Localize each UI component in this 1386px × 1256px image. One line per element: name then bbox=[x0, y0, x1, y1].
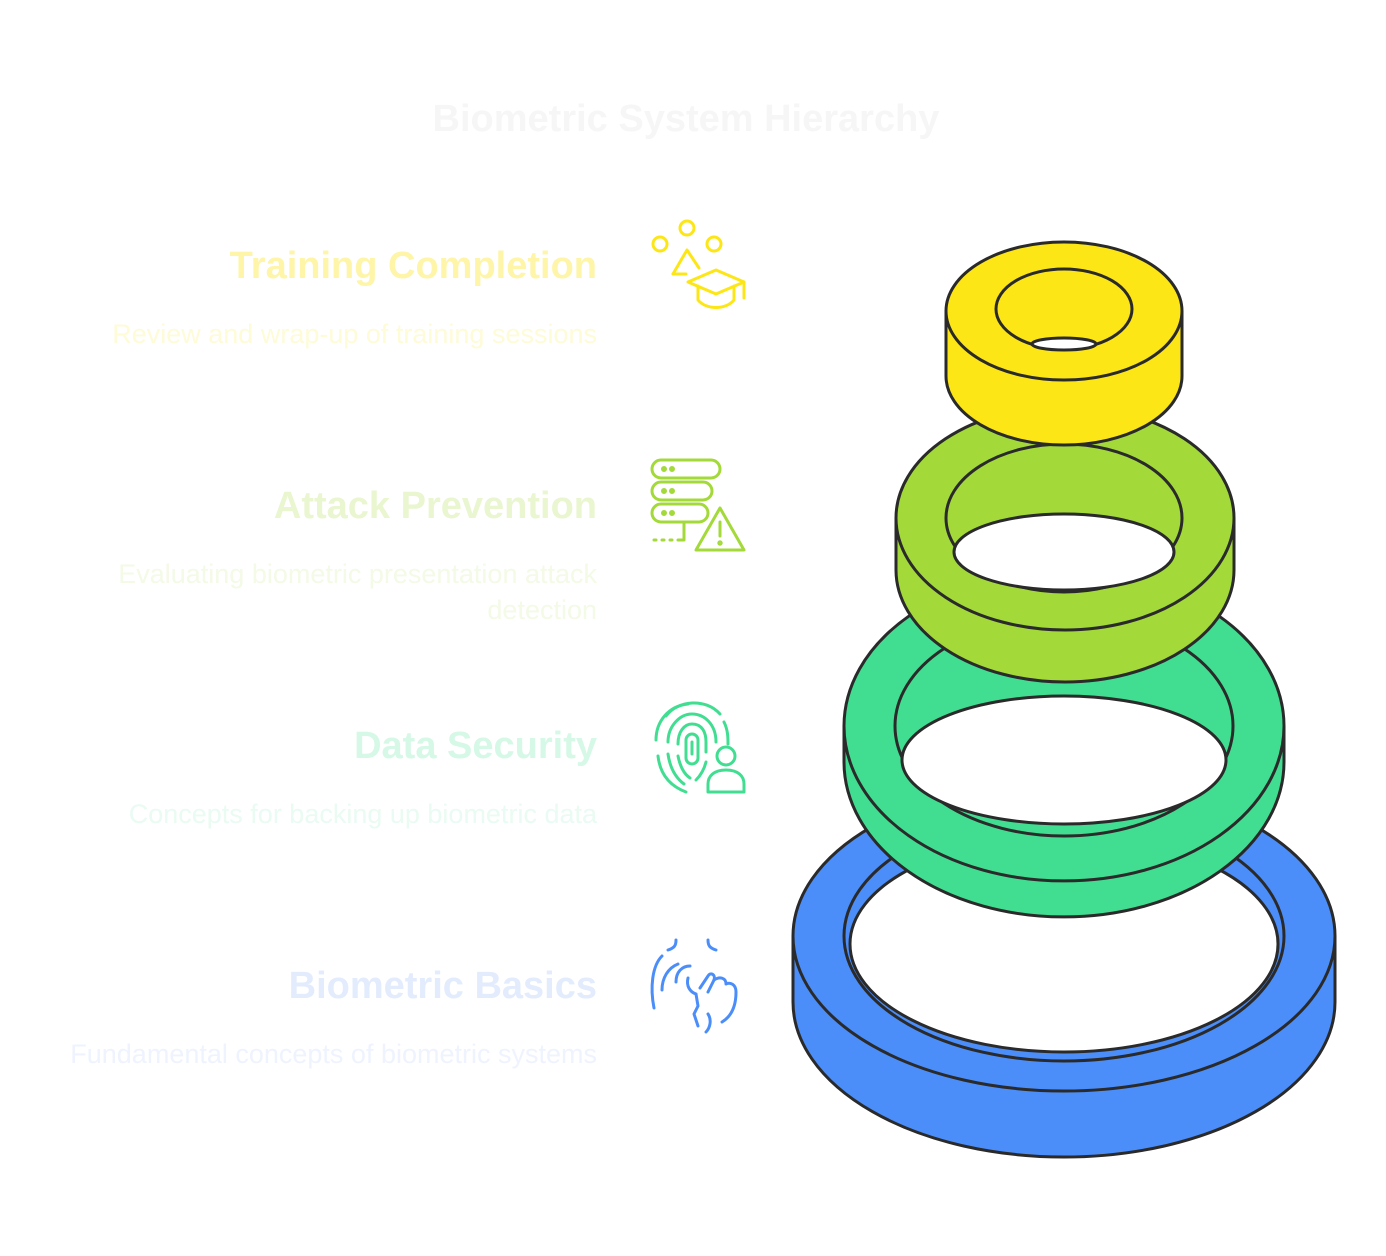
ring-attack-prevention bbox=[894, 404, 1236, 684]
server-warning-icon bbox=[650, 458, 746, 552]
level-biometric-basics: Biometric Basics Fundamental concepts of… bbox=[40, 964, 597, 1072]
diagram-title: Biometric System Hierarchy bbox=[432, 98, 940, 140]
ring-training-completion bbox=[944, 240, 1184, 447]
ring-stack bbox=[791, 240, 1337, 1159]
touch-scan-icon bbox=[650, 938, 738, 1034]
level-title: Training Completion bbox=[229, 245, 597, 287]
level-description: Concepts for backing up biometric data bbox=[128, 799, 597, 829]
level-description: Evaluating biometric presentation attack… bbox=[118, 559, 597, 625]
graduation-group-icon bbox=[651, 219, 746, 309]
level-data-security: Data Security Concepts for backing up bi… bbox=[40, 724, 597, 832]
ring-data-security bbox=[842, 569, 1286, 919]
fingerprint-user-icon bbox=[654, 701, 746, 794]
level-attack-prevention: Attack Prevention Evaluating biometric p… bbox=[40, 484, 597, 628]
level-description: Review and wrap-up of training sessions bbox=[112, 319, 597, 349]
level-title: Data Security bbox=[354, 725, 597, 767]
level-title: Biometric Basics bbox=[288, 965, 597, 1007]
level-description: Fundamental concepts of biometric system… bbox=[70, 1039, 597, 1069]
level-title: Attack Prevention bbox=[273, 485, 597, 527]
level-training-completion: Training Completion Review and wrap-up o… bbox=[40, 244, 597, 352]
